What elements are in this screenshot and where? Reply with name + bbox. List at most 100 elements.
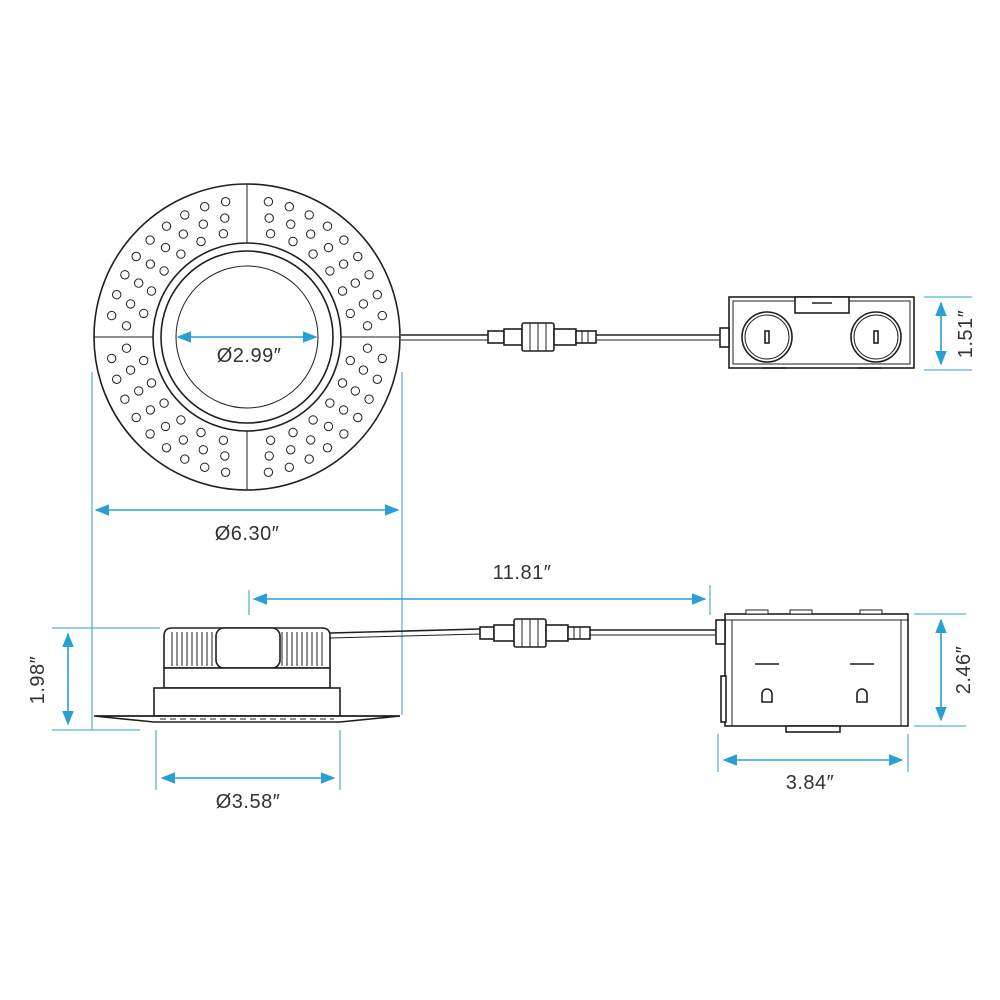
trim-flange: [93, 715, 401, 723]
vent-hole: [304, 210, 314, 220]
vent-hole: [308, 415, 318, 425]
side-junction-box: [715, 609, 909, 733]
vent-hole: [107, 310, 117, 321]
vent-hole: [308, 249, 318, 259]
vent-hole: [134, 278, 144, 288]
vent-hole: [146, 286, 157, 296]
vent-hole: [161, 443, 172, 453]
box-clip: [794, 296, 850, 314]
vent-hole: [178, 435, 189, 445]
side-connector-plug-female: [545, 624, 569, 642]
vent-hole: [145, 405, 156, 415]
side-box-tab: [785, 725, 841, 733]
vent-hole: [220, 213, 230, 223]
side-view-housing: [93, 627, 401, 723]
vent-hole: [358, 365, 369, 375]
vent-hole: [288, 427, 298, 438]
vent-hole: [107, 353, 117, 364]
box-side-height-label: 2.46″: [953, 646, 975, 695]
vent-hole: [323, 242, 334, 253]
vent-hole: [304, 454, 314, 464]
vent-hole: [198, 445, 209, 455]
vent-hole: [350, 278, 360, 288]
knockout-right: [850, 311, 902, 363]
vent-hole: [350, 386, 360, 396]
vent-hole: [322, 443, 333, 453]
vent-hole: [265, 229, 276, 239]
vent-hole: [264, 213, 274, 223]
vent-hole: [263, 467, 274, 477]
box-top-height-label: 1.51″: [955, 310, 977, 359]
top-junction-box: [719, 296, 915, 369]
vent-hole: [196, 427, 206, 438]
vent-hole: [306, 435, 316, 445]
vent-hole: [323, 421, 334, 432]
vent-hole: [353, 251, 363, 262]
vent-hole: [112, 374, 122, 384]
vent-hole: [220, 451, 230, 461]
vent-hole: [322, 221, 333, 231]
vent-hole: [364, 394, 374, 404]
vent-hole: [372, 374, 382, 384]
vent-hole: [325, 266, 335, 276]
vent-hole: [176, 415, 186, 425]
vent-hole: [306, 229, 316, 239]
inner-ring-lip: [160, 250, 334, 424]
vent-hole: [198, 219, 209, 229]
connector-plug-female: [553, 328, 577, 346]
vent-hole: [345, 308, 355, 319]
lens-edge: [175, 265, 319, 409]
vent-hole: [377, 353, 387, 364]
vent-hole: [263, 197, 274, 207]
vent-hole: [338, 405, 349, 415]
outer-diameter-label: Ø6.30″: [215, 523, 280, 545]
vent-hole: [286, 219, 296, 229]
vent-hole: [120, 270, 130, 280]
vent-hole: [358, 299, 369, 309]
side-cable-clamp: [715, 619, 726, 645]
housing-band: [163, 667, 331, 689]
cable-clamp: [719, 327, 730, 348]
side-cable: [329, 618, 716, 648]
vent-hole: [345, 355, 355, 366]
knockout-left: [741, 311, 793, 363]
vent-hole: [146, 378, 157, 388]
vent-hole: [139, 308, 149, 319]
vent-hole: [339, 235, 349, 245]
vent-hole: [176, 249, 186, 259]
vent-hole: [160, 421, 171, 432]
vent-hole: [265, 435, 276, 445]
keyhole-right: [856, 688, 868, 703]
vent-hole: [131, 412, 141, 423]
vent-holes: [107, 197, 387, 477]
vent-hole: [364, 270, 374, 280]
vent-hole: [372, 290, 382, 300]
vent-hole: [159, 266, 169, 276]
vent-hole: [131, 251, 141, 262]
vent-hole: [353, 412, 363, 423]
vent-hole: [218, 435, 229, 445]
vent-hole: [325, 398, 335, 408]
driver-cap: [215, 627, 281, 669]
vent-hole: [145, 259, 156, 269]
vent-hole: [338, 259, 349, 269]
vent-hole: [362, 343, 373, 353]
vent-hole: [288, 236, 298, 247]
vent-hole: [200, 462, 210, 472]
vent-hole: [264, 451, 274, 461]
vent-hole: [125, 365, 136, 375]
vent-hole: [139, 355, 149, 366]
vent-hole: [218, 229, 229, 239]
vent-hole: [220, 467, 231, 477]
vent-hole: [125, 299, 136, 309]
vent-hole: [178, 229, 189, 239]
inner-diameter-label: Ø2.99″: [217, 345, 282, 367]
vent-hole: [160, 242, 171, 253]
top-cable: [401, 322, 720, 352]
side-connector-plug-male: [479, 626, 495, 640]
vent-hole: [337, 286, 348, 296]
vent-hole: [339, 429, 349, 439]
box-width-label: 3.84″: [786, 772, 835, 794]
junction-box-side-outline: [724, 613, 909, 727]
vent-hole: [362, 321, 373, 331]
